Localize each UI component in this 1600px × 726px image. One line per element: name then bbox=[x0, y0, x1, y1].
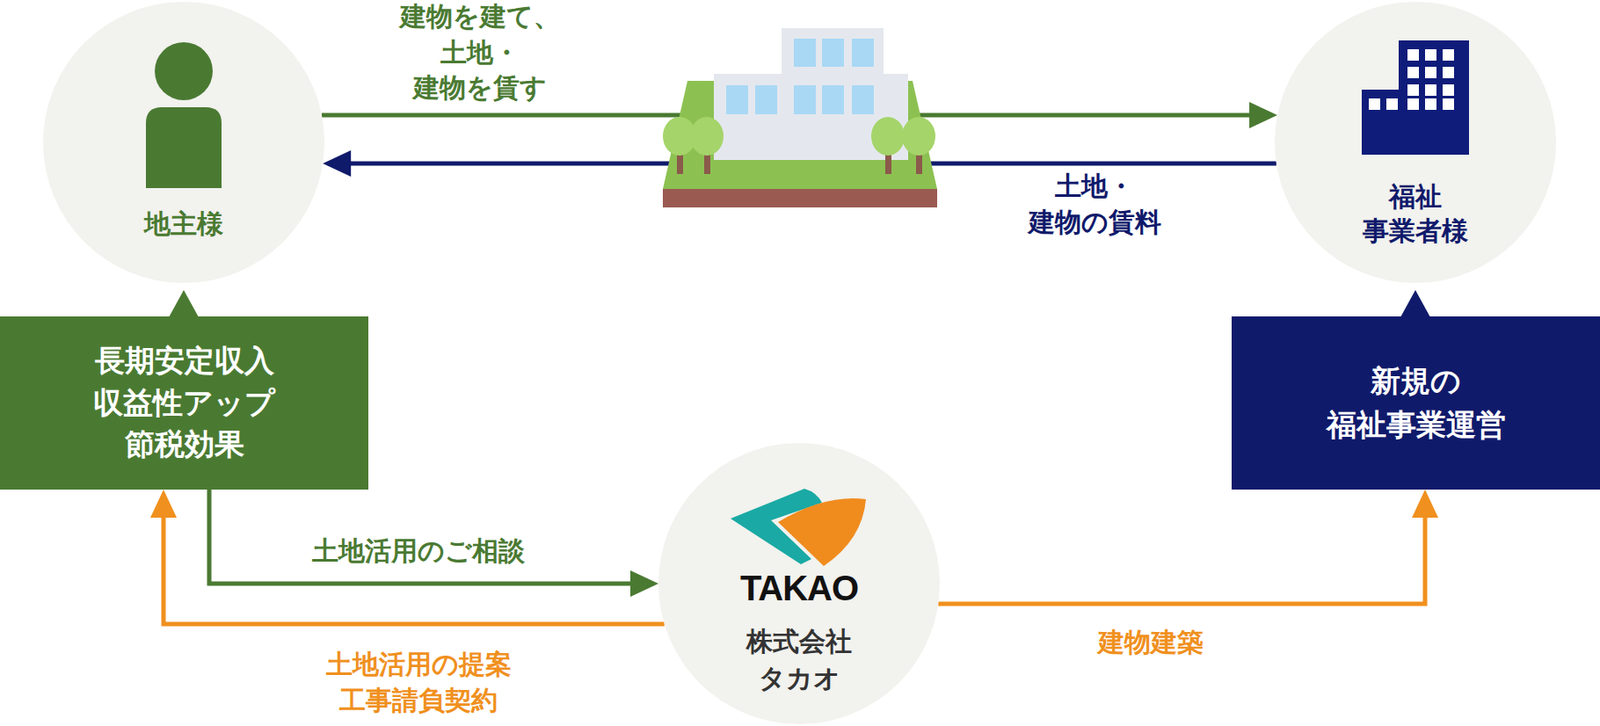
office-icon bbox=[1361, 40, 1471, 157]
node-text: 長期安定収入 bbox=[94, 340, 275, 383]
arrowhead bbox=[1249, 101, 1278, 129]
edge-label: 土地活用の提案 工事請負契約 bbox=[326, 647, 512, 719]
owner-circle: 地主様 bbox=[43, 1, 325, 284]
person-head bbox=[154, 42, 213, 101]
logo-orange-mark bbox=[778, 498, 866, 567]
edge-label: 建物を建て、 土地・建物を賃す bbox=[400, 0, 560, 107]
takao-circle: TAKAO 株式会社 タカオ bbox=[658, 443, 940, 725]
edge-label: 土地活用のご相談 bbox=[312, 533, 525, 570]
node-text: 新規の 福祉事業運営 bbox=[1326, 359, 1506, 447]
node-text: 株式会社 タカオ bbox=[746, 623, 852, 698]
trees bbox=[662, 116, 936, 175]
person-body bbox=[145, 107, 222, 189]
arrowhead bbox=[322, 150, 351, 177]
callout-pointer bbox=[1400, 290, 1431, 318]
edge-label: 建物建築 bbox=[1098, 625, 1204, 662]
person-icon bbox=[130, 40, 237, 199]
arrowhead bbox=[630, 570, 659, 597]
building-illustration bbox=[662, 28, 938, 208]
node-text: 節税効果 bbox=[124, 423, 245, 466]
building-windows bbox=[726, 38, 874, 115]
operation-box: 新規の 福祉事業運営 bbox=[1231, 316, 1600, 490]
building-block bbox=[713, 73, 909, 160]
connector-line bbox=[938, 516, 1426, 604]
edge-label: 土地・建物の賃料 bbox=[1028, 168, 1162, 240]
arrowhead bbox=[1411, 489, 1439, 518]
node-text: TAKAO bbox=[740, 568, 859, 608]
connector bbox=[1400, 290, 1431, 318]
node-text: 地主様 bbox=[144, 208, 224, 240]
connector-line bbox=[209, 489, 633, 584]
node-text: 収益性アップ bbox=[93, 382, 276, 425]
connector bbox=[168, 290, 199, 318]
node-text: 福祉 事業者様 bbox=[1362, 179, 1469, 248]
ground-base bbox=[662, 189, 938, 208]
welfare-operator-circle: 福祉 事業者様 bbox=[1274, 1, 1557, 284]
connector bbox=[938, 489, 1439, 604]
logo-icon bbox=[728, 487, 870, 568]
callout-pointer bbox=[168, 290, 199, 318]
arrowhead bbox=[150, 489, 177, 518]
connector bbox=[150, 489, 665, 625]
connector bbox=[209, 489, 659, 597]
connector-line bbox=[163, 516, 665, 625]
benefit-box: 長期安定収入収益性アップ節税効果 bbox=[0, 316, 369, 490]
office-windows bbox=[1368, 49, 1455, 110]
